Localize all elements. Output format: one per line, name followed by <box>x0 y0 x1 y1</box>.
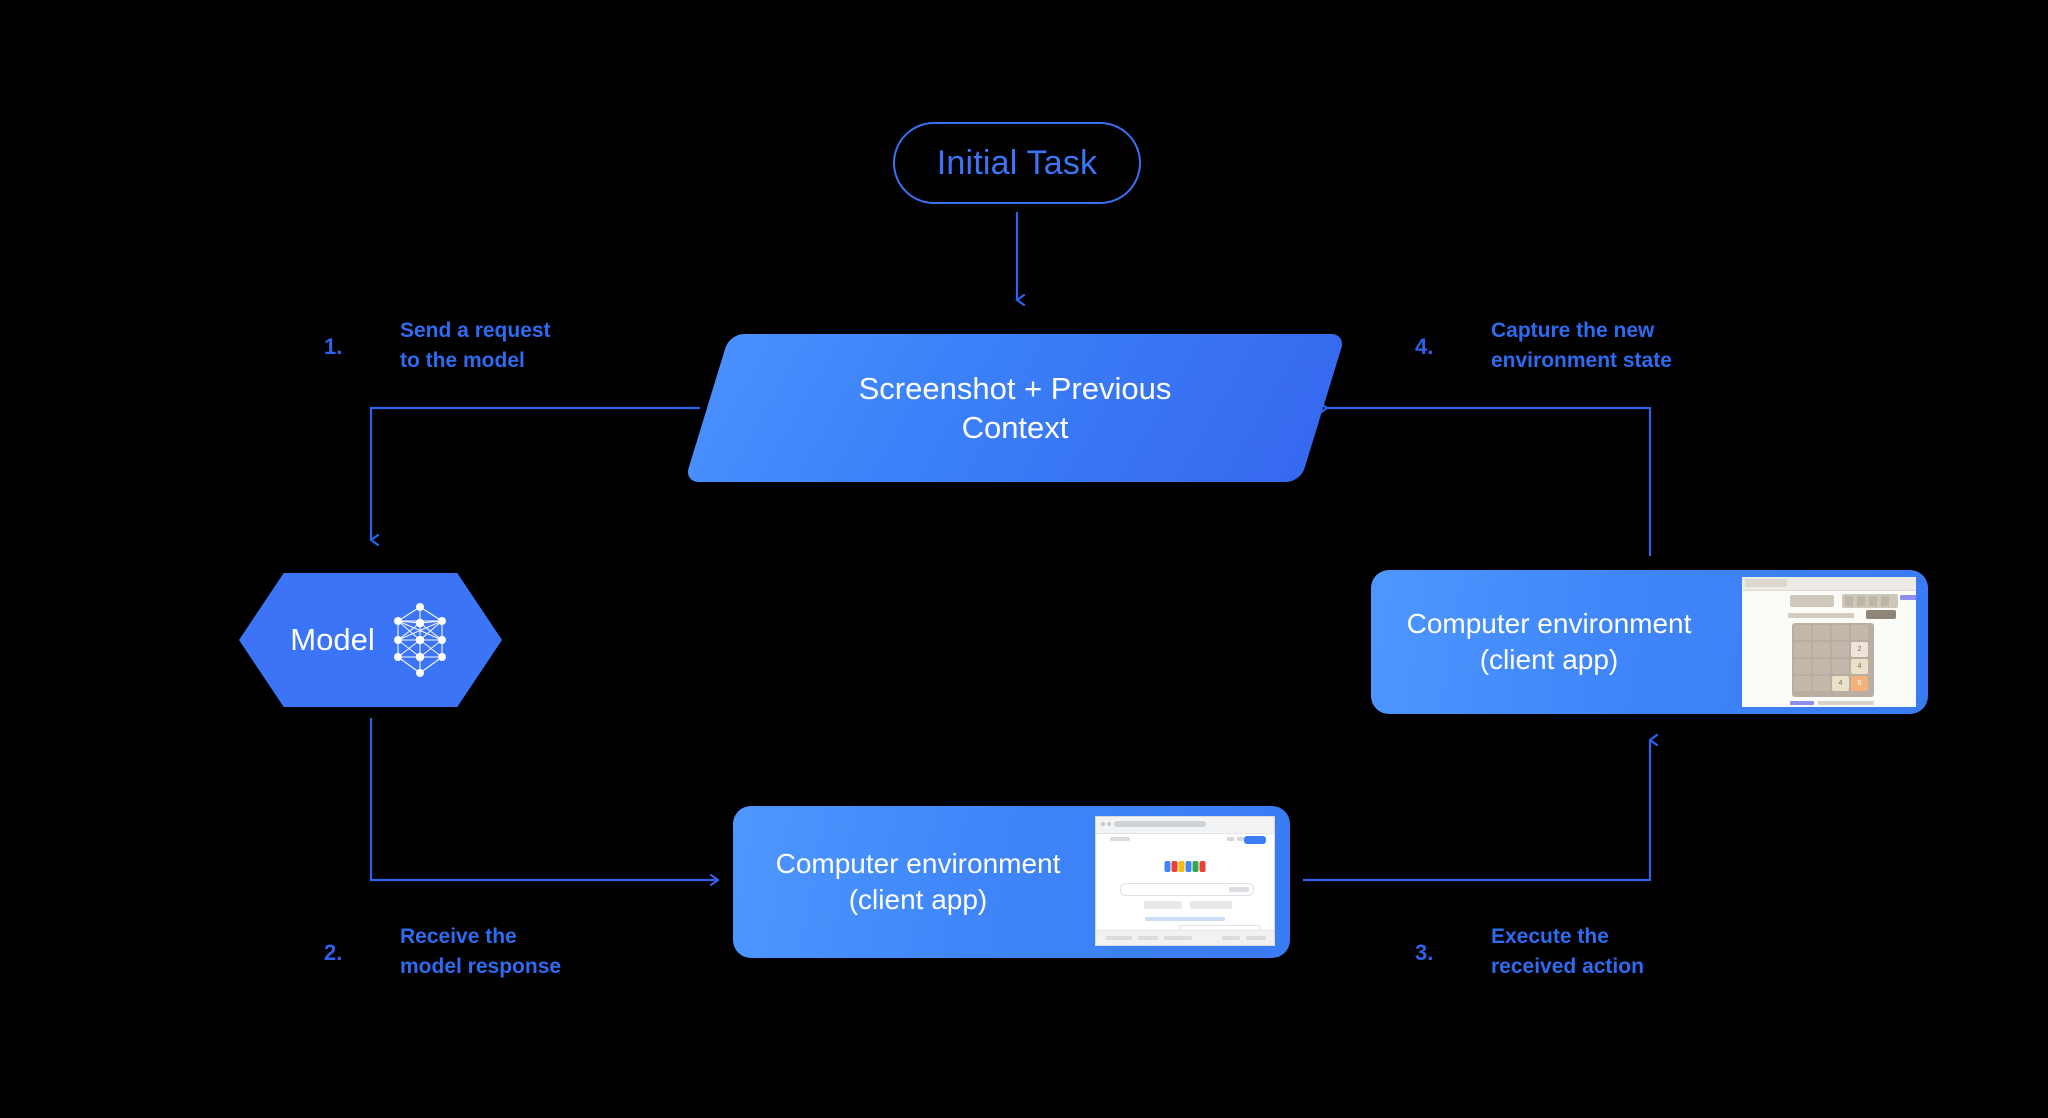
initial-task-label: Initial Task <box>936 143 1098 182</box>
arrow-step4-env-to-context <box>1327 408 1652 556</box>
model-node[interactable]: Model <box>239 573 502 707</box>
step-label-1: 1. Send a request to the model <box>324 312 624 382</box>
step-label-4: 4. Capture the new environment state <box>1415 312 1735 382</box>
arrow-step2-model-to-env <box>369 718 718 880</box>
neural-network-icon <box>393 603 446 677</box>
env-right-label: Computer environment (client app) <box>1406 607 1692 675</box>
context-node[interactable]: Screenshot + Previous Context <box>684 334 1346 482</box>
thumbnail-google-search <box>1095 816 1275 946</box>
step-3-number: 3. <box>1415 940 1434 965</box>
arrow-step3-env-to-env <box>1303 740 1650 882</box>
model-shape-fill <box>239 573 502 707</box>
step-1-text: Send a request to the model <box>400 319 551 373</box>
step-label-3: 3. Execute the received action <box>1415 918 1725 988</box>
step-2-number: 2. <box>324 940 343 965</box>
step-3-text: Execute the received action <box>1491 925 1644 979</box>
step-1-number: 1. <box>324 334 343 359</box>
thumbnail-2048-game: 2 4 4 8 <box>1742 577 1916 707</box>
env-bottom-label: Computer environment (client app) <box>775 847 1061 915</box>
step-4-number: 4. <box>1415 334 1434 359</box>
step-label-2: 2. Receive the model response <box>324 918 634 988</box>
arrow-step1-context-to-model <box>369 406 700 540</box>
step-4-text: Capture the new environment state <box>1491 319 1672 373</box>
context-label: Screenshot + Previous Context <box>858 370 1172 445</box>
initial-task-node[interactable]: Initial Task <box>893 122 1141 204</box>
step-2-text: Receive the model response <box>400 925 562 979</box>
model-label: Model <box>290 622 375 657</box>
